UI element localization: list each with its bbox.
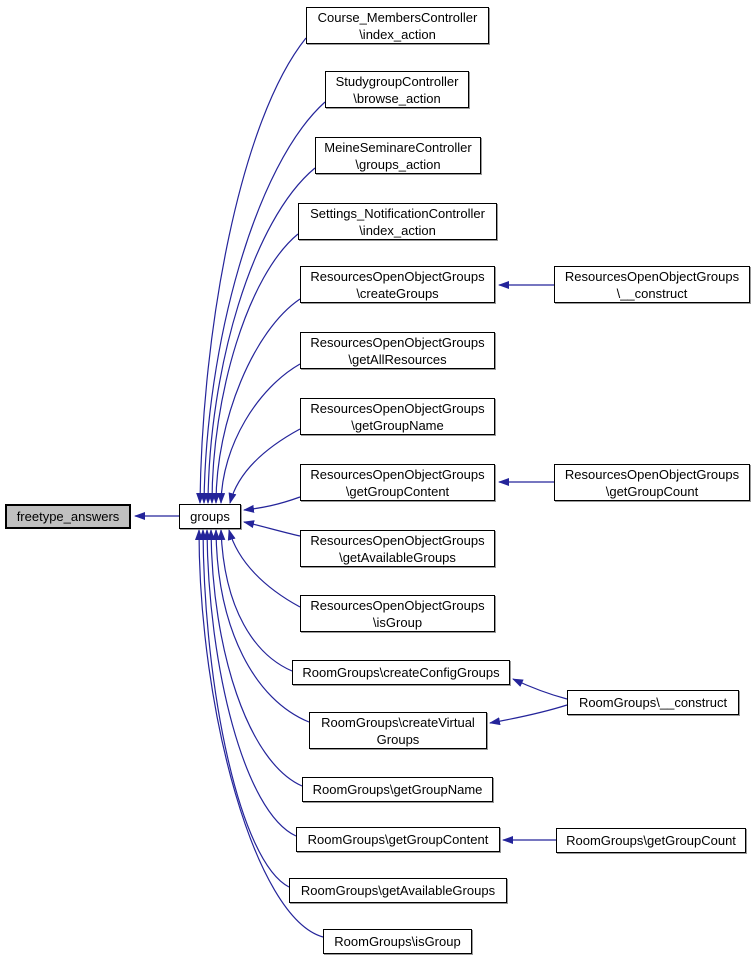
node-course-members-index-action[interactable]: Course_MembersController \index_action bbox=[306, 7, 489, 44]
edge-settings-notification-to-groups bbox=[208, 233, 299, 504]
node-label-line: \getAllResources bbox=[348, 351, 447, 367]
node-roomgroups-get-group-name[interactable]: RoomGroups\getGroupName bbox=[302, 777, 493, 802]
edge-room-create-virtual-groups-to-groups bbox=[212, 529, 310, 723]
node-label-line: \getGroupName bbox=[351, 417, 444, 433]
node-roomgroups-create-config-groups[interactable]: RoomGroups\createConfigGroups bbox=[292, 660, 510, 685]
edge-res-get-group-content-to-groups bbox=[243, 496, 301, 513]
node-roomgroups-construct[interactable]: RoomGroups\__construct bbox=[567, 690, 739, 715]
node-label-line: Course_MembersController bbox=[317, 9, 478, 25]
node-label-line: \isGroup bbox=[372, 614, 423, 630]
node-resources-construct[interactable]: ResourcesOpenObjectGroups \__construct bbox=[554, 266, 750, 303]
node-label-line: StudygroupController bbox=[335, 73, 459, 89]
node-roomgroups-create-virtual-groups[interactable]: RoomGroups\createVirtual Groups bbox=[309, 712, 487, 749]
node-label: RoomGroups\getGroupContent bbox=[307, 832, 489, 847]
node-resources-get-group-name[interactable]: ResourcesOpenObjectGroups \getGroupName bbox=[300, 398, 495, 435]
node-label-line: ResourcesOpenObjectGroups bbox=[310, 268, 485, 284]
node-label-line: \index_action bbox=[359, 222, 436, 238]
node-resources-is-group[interactable]: ResourcesOpenObjectGroups \isGroup bbox=[300, 595, 495, 632]
node-label-line: \groups_action bbox=[355, 156, 441, 172]
node-label: RoomGroups\__construct bbox=[578, 695, 728, 710]
edge-course-members-to-groups bbox=[196, 37, 307, 504]
node-label-line: \getGroupCount bbox=[605, 483, 699, 499]
edge-res-get-group-name-to-groups bbox=[228, 428, 301, 504]
node-label: RoomGroups\getAvailableGroups bbox=[300, 883, 496, 898]
node-label-line: Groups bbox=[376, 731, 420, 747]
node-label-line: RoomGroups\createVirtual bbox=[321, 714, 475, 730]
node-resources-create-groups[interactable]: ResourcesOpenObjectGroups \createGroups bbox=[300, 266, 495, 303]
edge-room-get-available-groups-to-groups bbox=[199, 529, 290, 888]
edge-room-get-group-content-to-groups bbox=[203, 529, 297, 837]
node-label: RoomGroups\isGroup bbox=[334, 934, 461, 949]
node-resources-get-group-content[interactable]: ResourcesOpenObjectGroups \getGroupConte… bbox=[300, 464, 495, 501]
edge-res-get-all-resources-to-groups bbox=[217, 363, 301, 504]
edge-studygroup-to-groups bbox=[200, 101, 326, 504]
node-roomgroups-get-group-content[interactable]: RoomGroups\getGroupContent bbox=[296, 827, 500, 852]
node-label-line: \getAvailableGroups bbox=[339, 549, 456, 565]
node-label-line: \__construct bbox=[616, 285, 688, 301]
node-resources-get-available-groups[interactable]: ResourcesOpenObjectGroups \getAvailableG… bbox=[300, 530, 495, 567]
node-freetype-answers: freetype_answers bbox=[5, 504, 131, 529]
edge-room-construct-to-room-create-virtual-groups bbox=[489, 704, 568, 726]
edge-room-get-group-name-to-groups bbox=[207, 529, 303, 787]
node-resources-get-group-count[interactable]: ResourcesOpenObjectGroups \getGroupCount bbox=[554, 464, 750, 501]
node-meine-seminare-groups-action[interactable]: MeineSeminareController \groups_action bbox=[315, 137, 481, 174]
node-label-line: ResourcesOpenObjectGroups bbox=[310, 597, 485, 613]
node-label-line: MeineSeminareController bbox=[324, 139, 472, 155]
node-label-line: \browse_action bbox=[353, 90, 441, 106]
edge-res-is-group-to-groups bbox=[227, 529, 301, 608]
node-roomgroups-is-group[interactable]: RoomGroups\isGroup bbox=[323, 929, 472, 954]
node-label: RoomGroups\getGroupName bbox=[312, 782, 483, 797]
node-label-line: \createGroups bbox=[356, 285, 439, 301]
edge-meine-seminare-to-groups bbox=[204, 167, 316, 504]
node-label: groups bbox=[190, 509, 230, 524]
node-label-line: ResourcesOpenObjectGroups bbox=[310, 532, 485, 548]
node-label-line: ResourcesOpenObjectGroups bbox=[310, 466, 485, 482]
node-resources-get-all-resources[interactable]: ResourcesOpenObjectGroups \getAllResourc… bbox=[300, 332, 495, 369]
node-label-line: ResourcesOpenObjectGroups bbox=[310, 400, 485, 416]
node-label-line: ResourcesOpenObjectGroups bbox=[310, 334, 485, 350]
edge-room-is-group-to-groups bbox=[195, 529, 324, 938]
node-label-line: ResourcesOpenObjectGroups bbox=[564, 268, 740, 284]
node-label-line: Settings_NotificationController bbox=[310, 205, 485, 221]
node-roomgroups-get-group-count[interactable]: RoomGroups\getGroupCount bbox=[556, 828, 746, 853]
edge-room-create-config-groups-to-groups bbox=[217, 529, 293, 672]
edge-res-get-available-groups-to-groups bbox=[243, 520, 301, 537]
node-studygroup-browse-action[interactable]: StudygroupController \browse_action bbox=[325, 71, 469, 108]
node-label: RoomGroups\createConfigGroups bbox=[302, 665, 500, 680]
node-groups[interactable]: groups bbox=[179, 504, 241, 529]
node-label: freetype_answers bbox=[16, 509, 120, 524]
node-label: RoomGroups\getGroupCount bbox=[566, 833, 736, 848]
node-label-line: ResourcesOpenObjectGroups bbox=[564, 466, 740, 482]
node-label-line: \index_action bbox=[359, 26, 436, 42]
node-roomgroups-get-available-groups[interactable]: RoomGroups\getAvailableGroups bbox=[289, 878, 507, 903]
edge-room-construct-to-room-create-config-groups bbox=[512, 678, 568, 700]
edge-res-create-groups-to-groups bbox=[212, 298, 301, 504]
node-settings-notification-index-action[interactable]: Settings_NotificationController \index_a… bbox=[298, 203, 497, 240]
node-label-line: \getGroupContent bbox=[345, 483, 450, 499]
